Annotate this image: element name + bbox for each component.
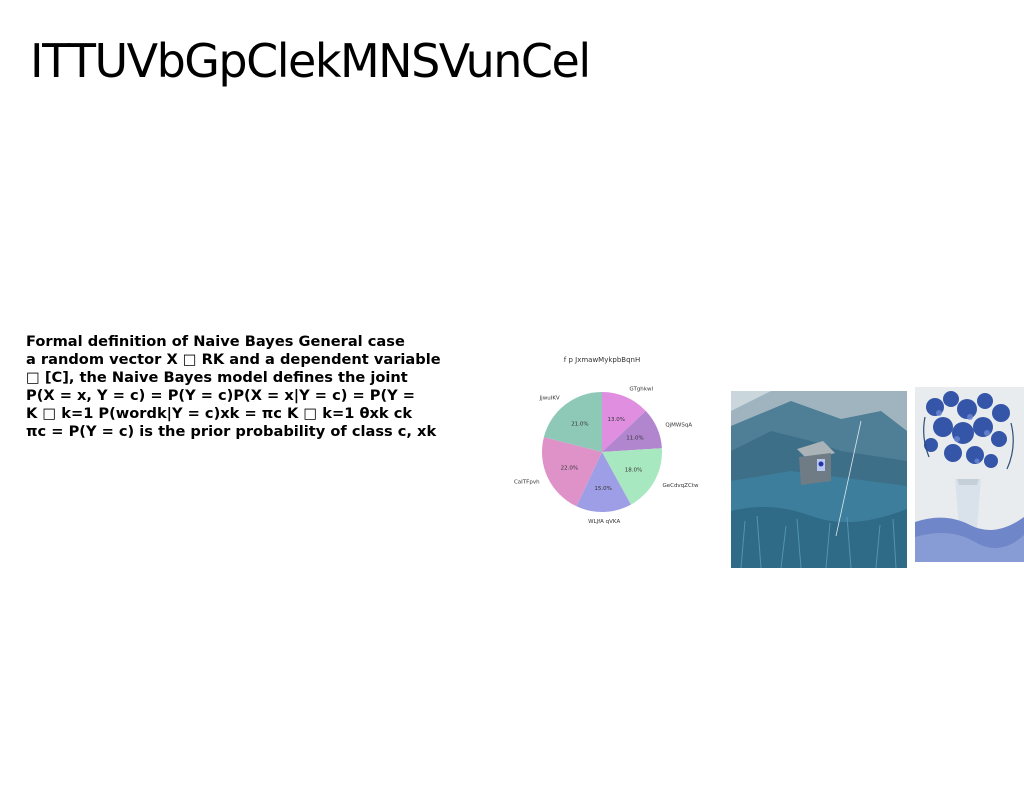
pie-slice-label: WLJfA qVKA: [588, 519, 620, 525]
body-line: a random vector X □ RK and a dependent v…: [26, 351, 441, 368]
pie-chart: f p JxmawMykpbBqnH 13.0% GTghkwl 11.0% QjMW…: [505, 348, 715, 548]
body-line: Formal definition of Naive Bayes General…: [26, 333, 405, 350]
body-text: Formal definition of Naive Bayes General…: [26, 333, 496, 441]
pie-slice-percent: 18.0%: [625, 467, 642, 473]
pie-slice-label: QjMWSqA: [665, 423, 692, 429]
pie-slice-label: GTghkwl: [629, 387, 653, 393]
pie-slice: [542, 437, 602, 507]
pie-slice-percent: 13.0%: [608, 417, 625, 423]
hut-photo: [731, 391, 907, 568]
chart-title: f p JxmawMykpbBqnH: [564, 356, 640, 364]
body-line: πc = P(Y = c) is the prior probability o…: [26, 423, 437, 440]
pie-slice: [602, 448, 662, 505]
pie-chart-svg: f p JxmawMykpbBqnH 13.0% GTghkwl 11.0% QjMW…: [514, 356, 699, 525]
pie-slice-label: CaITFpvh: [514, 479, 540, 485]
pie-slice: [602, 410, 662, 452]
flowers-photo-art: [915, 387, 1024, 562]
body-line: □ [C], the Naive Bayes model defines the…: [26, 369, 408, 386]
pie-slice-label: JjwuIKV: [539, 395, 560, 401]
pie-slice-label: GeCdvqZCtw: [662, 483, 698, 489]
hut-photo-art: [731, 391, 907, 568]
pie-slice-percent: 21.0%: [571, 422, 588, 428]
pie-slice: [602, 392, 646, 452]
body-line: P(X = x, Y = c) = P(Y = c)P(X = x|Y = c)…: [26, 387, 416, 404]
pie-slice-percent: 22.0%: [561, 465, 578, 471]
pie-slice-percent: 15.0%: [594, 486, 611, 492]
pie-slice-percent: 11.0%: [626, 436, 643, 442]
pie-slice: [543, 392, 602, 452]
pie-slice: [576, 452, 631, 512]
slide-title: ITTUVbGpClekMNSVunCel: [30, 34, 591, 88]
flowers-photo: [915, 387, 1024, 562]
body-line: K □ k=1 P(wordk|Y = c)xk = πc K □ k=1 θx…: [26, 405, 413, 422]
